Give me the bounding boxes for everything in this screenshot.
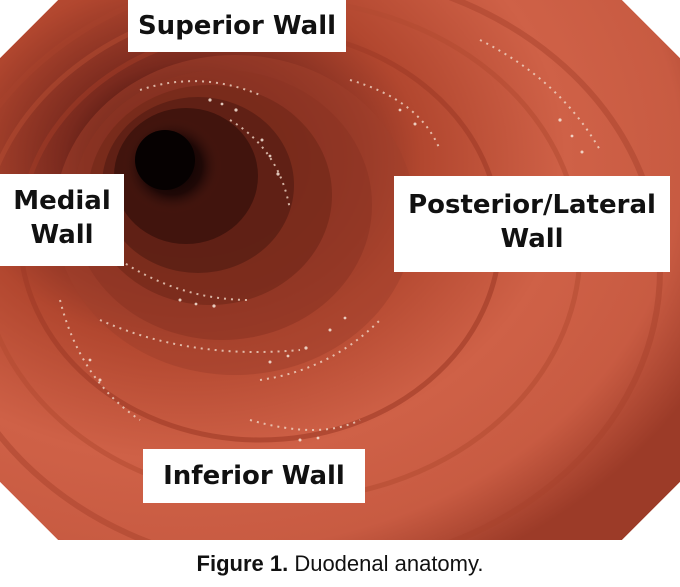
medial-wall-label: Medial Wall	[0, 174, 124, 266]
specular-highlights	[59, 39, 601, 431]
figure-caption: Figure 1. Duodenal anatomy.	[0, 546, 680, 582]
inferior-wall-label: Inferior Wall	[143, 449, 365, 503]
lumen-center	[135, 130, 195, 190]
figure-number: Figure 1.	[196, 551, 289, 576]
endoscopy-image: Superior Wall Medial Wall Posterior/Late…	[0, 0, 680, 540]
posterior-lateral-wall-label: Posterior/Lateral Wall	[394, 176, 670, 272]
superior-wall-label: Superior Wall	[128, 0, 346, 52]
caption-text: Duodenal anatomy.	[288, 551, 484, 576]
